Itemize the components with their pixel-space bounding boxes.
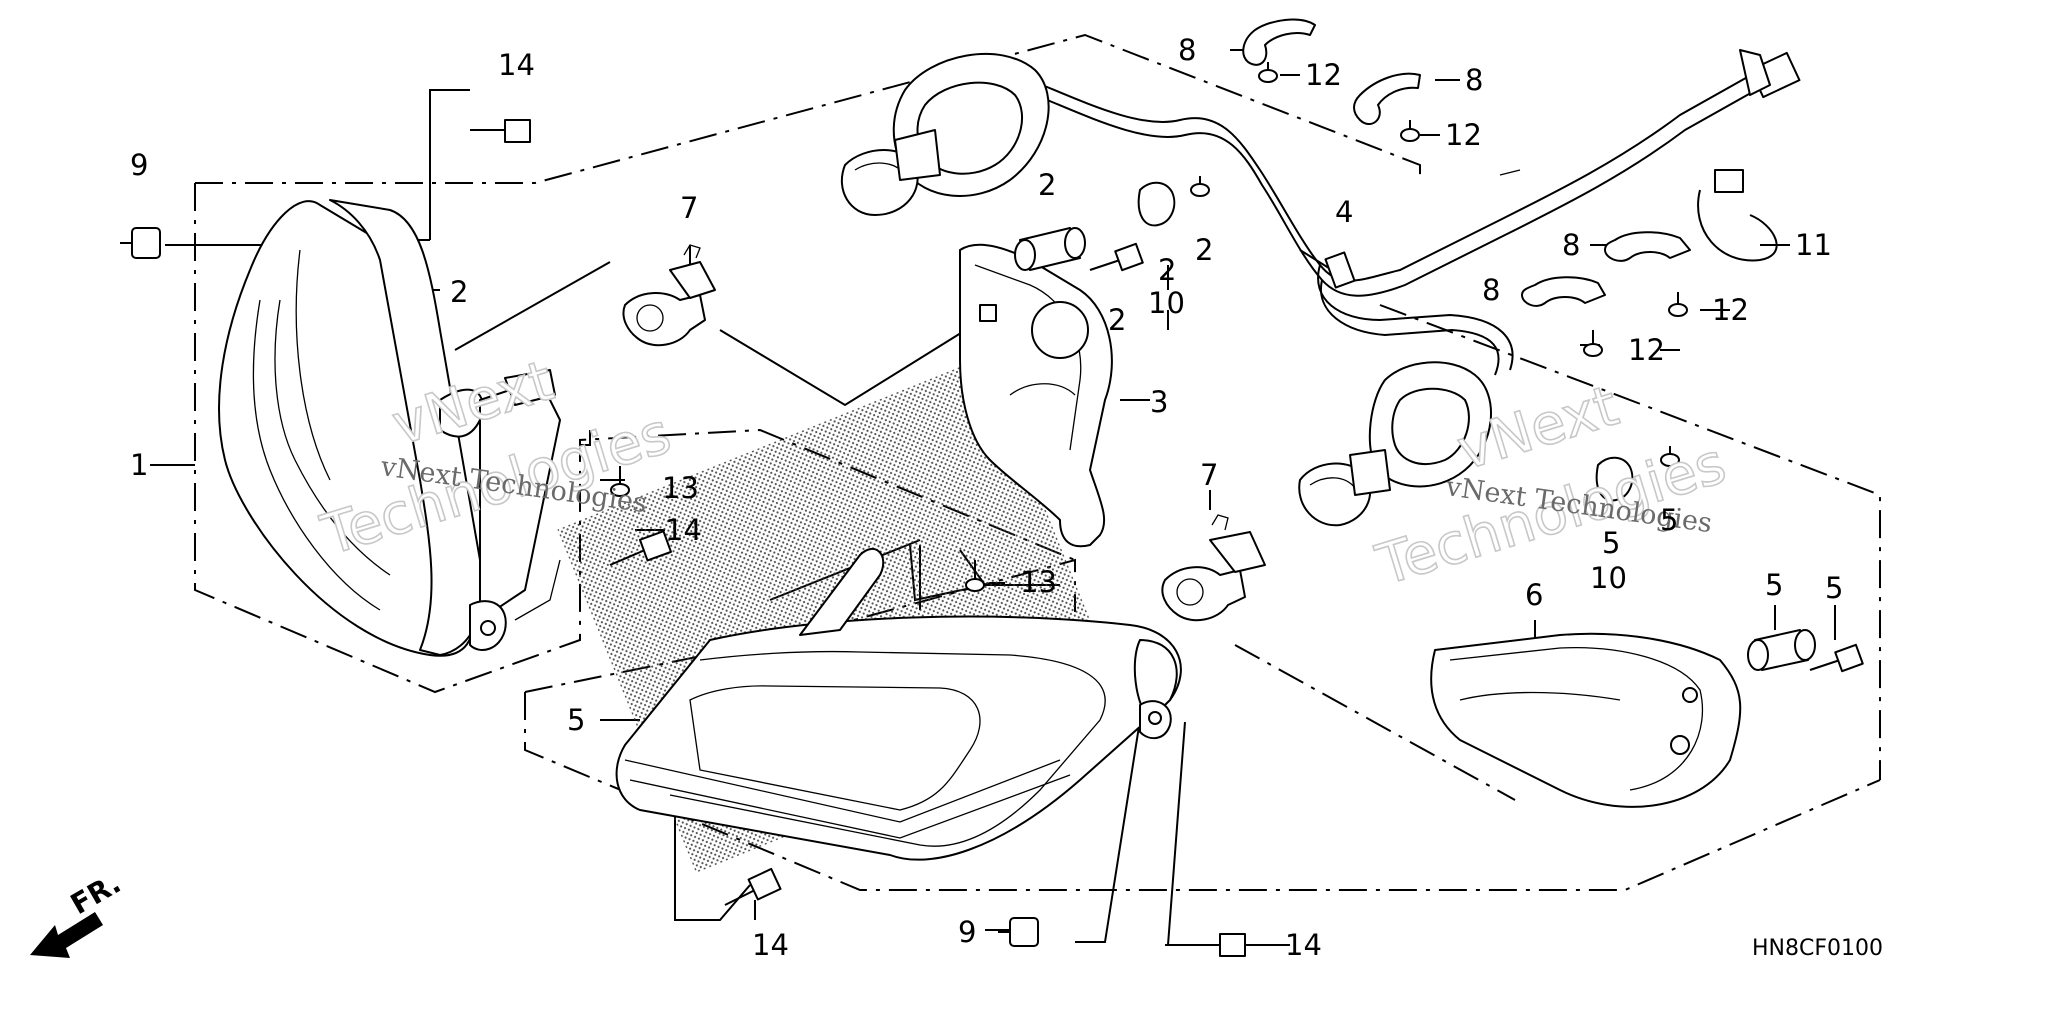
callout-10: 10 [1148,286,1185,320]
callout-12: 12 [1305,58,1342,92]
clamp-8b [1353,72,1421,125]
callout-8: 8 [1465,63,1483,97]
lower-headlight [557,357,1182,873]
callout-2: 2 [1195,233,1213,267]
left-headlight [218,199,561,657]
screw-5a [1660,446,1680,467]
callout-1: 1 [130,448,148,482]
screw-13b [965,560,985,592]
callout-4: 4 [1335,195,1353,229]
clip-10a [1137,181,1176,227]
front-direction-arrow [30,912,103,958]
headlight-case [959,243,1113,548]
clamp-8a [1242,18,1316,66]
right-case [1430,632,1742,808]
front-direction-label: FR. [65,867,126,922]
callout-2: 2 [1038,168,1056,202]
callout-11: 11 [1795,228,1832,262]
screw-12d [1583,330,1603,357]
callout-10: 10 [1590,561,1627,595]
callout-12: 12 [1445,118,1482,152]
assembly-outline-upper [194,33,1881,780]
callout-13: 13 [662,471,699,505]
clamp-8d [1521,276,1606,307]
screw-13a [610,466,630,497]
callout-6: 6 [1525,578,1543,612]
callout-12: 12 [1628,333,1665,367]
callout-7: 7 [680,191,698,225]
nut-9b [998,917,1039,947]
callout-12: 12 [1712,293,1749,327]
screw-12a [1258,62,1278,83]
callout-5: 5 [1602,526,1620,560]
clamp-8c [1604,231,1691,262]
callout-8: 8 [1178,33,1196,67]
callout-7: 7 [1200,458,1218,492]
callout-8: 8 [1562,228,1580,262]
bolt-14d [1185,933,1246,957]
nut-9a [120,227,161,259]
diagram-code: HN8CF0100 [1752,936,1883,961]
callout-5: 5 [1765,568,1783,602]
screw-12c [1668,292,1688,317]
upper-bulb [622,244,716,347]
callout-14: 14 [498,48,535,82]
callout-2: 2 [1158,253,1176,287]
callout-14: 14 [665,513,702,547]
grommet-right [1747,629,1816,671]
callout-8: 8 [1482,273,1500,307]
callout-3: 3 [1150,385,1168,419]
callout-2: 2 [1108,303,1126,337]
callout-labels: 1 2 2 2 2 2 3 4 5 5 5 5 5 6 7 7 8 8 8 8 … [130,33,1843,962]
bolt-14a [470,119,531,143]
wire-harness [1029,49,1801,376]
callout-14: 14 [1285,928,1322,962]
bolt-14c [724,867,782,906]
callout-13: 13 [1020,565,1057,599]
bolt-2b [1089,242,1144,272]
upper-socket-ring [840,52,1050,216]
grommet-upper [1014,227,1086,271]
callout-9: 9 [958,915,976,949]
callout-5: 5 [567,703,585,737]
callout-2: 2 [450,275,468,309]
bolt-5b [1809,643,1864,673]
callout-5: 5 [1825,571,1843,605]
callout-14: 14 [752,928,789,962]
lower-bulb [1161,514,1266,622]
callout-9: 9 [130,148,148,182]
lower-socket-ring [1298,361,1492,527]
screw-2a [1190,176,1210,197]
screw-12b [1400,120,1420,142]
clip-10b [1595,456,1634,502]
bolt-14b [609,530,672,566]
band-11 [1697,169,1778,262]
callout-5: 5 [1660,503,1678,537]
